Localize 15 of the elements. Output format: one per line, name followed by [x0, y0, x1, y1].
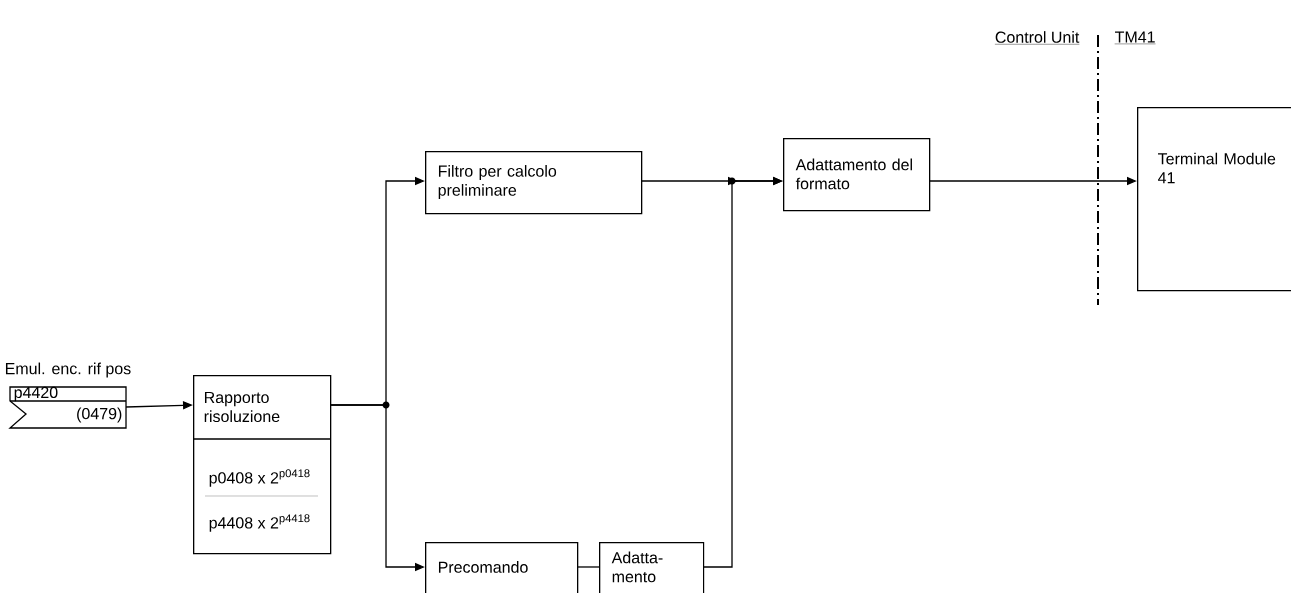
signal-label: Emul. enc. rif pos [6, 362, 131, 378]
fraction-formula: p0408 x 2$^{p0418}$ p4408 x 2$^{p4418}$ [204, 469, 319, 532]
section-label: Control Unit [994, 31, 1080, 45]
process-box [425, 151, 643, 215]
section-label: TM41 [1114, 31, 1156, 45]
process-box [783, 138, 931, 212]
input-connector: p4420 (0479) [8, 386, 127, 429]
process-box [1137, 107, 1291, 292]
box-text: Adatta- mento [611, 551, 663, 583]
box-text: Terminal Module 41 [1158, 152, 1276, 184]
box-text: Adattamento del formato [795, 158, 912, 190]
process-box [599, 542, 705, 593]
box-text: Precomando [439, 561, 528, 573]
box-text: Filtro per calcolo preliminare [438, 165, 557, 199]
process-box [425, 542, 579, 593]
